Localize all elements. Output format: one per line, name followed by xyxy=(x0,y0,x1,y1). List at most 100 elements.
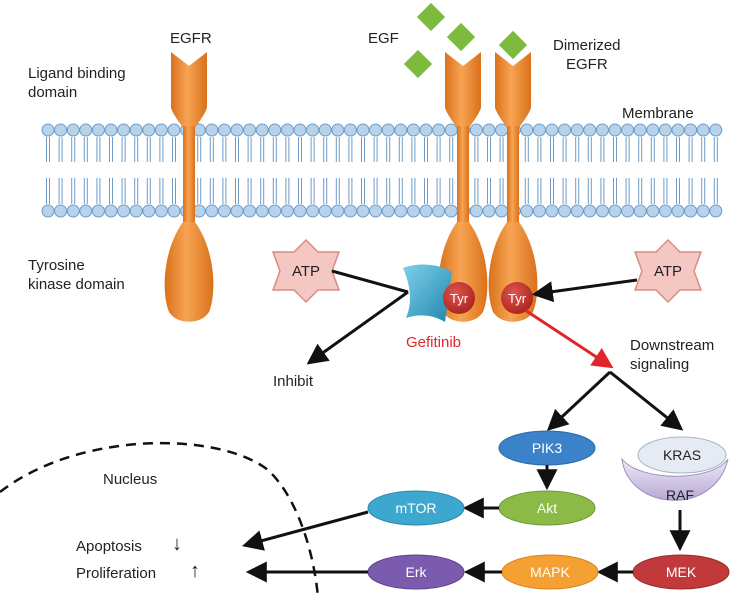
receptor-group xyxy=(164,52,538,322)
lipid-head xyxy=(595,123,609,137)
lipid-tail xyxy=(676,137,680,162)
lipid-tail xyxy=(146,137,151,162)
lipid-tail xyxy=(83,178,88,204)
lipid-head xyxy=(469,204,483,218)
lipid-head xyxy=(255,123,269,137)
mapk-node: MAPK xyxy=(501,554,599,590)
lipid-head xyxy=(608,123,622,137)
lipid-head xyxy=(406,123,420,137)
pik3-label: PIK3 xyxy=(532,440,563,456)
lipid-tail xyxy=(197,137,202,162)
lipid-tail xyxy=(411,137,416,162)
egf-ligand xyxy=(446,22,476,52)
lipid-head xyxy=(154,204,168,218)
lipid-tail xyxy=(562,178,567,204)
lipid-tail xyxy=(209,137,214,162)
tyr-right-label: Tyr xyxy=(508,291,527,306)
lipid-head xyxy=(91,123,105,137)
lipid-tail xyxy=(96,137,101,162)
lipid-tail xyxy=(524,178,529,204)
lipid-tail xyxy=(323,178,328,204)
lipid-tail xyxy=(361,178,365,204)
egfr-dimer-right xyxy=(488,52,538,322)
lipid-head xyxy=(154,123,168,137)
proliferation-label: Proliferation xyxy=(76,565,156,582)
tyrosine-kinase-label-line1: Tyrosine xyxy=(28,257,85,274)
lipid-tail xyxy=(676,178,680,204)
lipid-tail xyxy=(701,178,706,204)
lipid-tail xyxy=(587,178,592,204)
lipid-head xyxy=(419,123,433,137)
lipid-head xyxy=(520,123,534,137)
lipid-tail xyxy=(96,178,101,204)
lipid-tail xyxy=(247,178,252,204)
lipid-head xyxy=(129,204,143,218)
erk-label: Erk xyxy=(406,564,428,580)
lipid-tail xyxy=(613,178,617,204)
mapk-label: MAPK xyxy=(530,564,570,580)
tyr-circle xyxy=(443,282,475,314)
lipid-head xyxy=(104,123,118,137)
lipid-head xyxy=(217,123,231,137)
lipid-head xyxy=(117,204,131,218)
raf-cup-shape xyxy=(621,457,729,501)
lipid-head xyxy=(545,204,559,218)
lipid-tail xyxy=(650,178,655,204)
lipid-head xyxy=(243,123,257,137)
lipid-head xyxy=(293,204,307,218)
lipid-tail xyxy=(197,178,202,204)
lipid-head xyxy=(41,123,55,137)
lipid-tail xyxy=(222,178,227,204)
lipid-tail xyxy=(260,137,265,162)
lipid-head xyxy=(545,123,559,137)
membrane-label: Membrane xyxy=(622,105,694,122)
lipid-head xyxy=(268,123,282,137)
arrow-atp-to-gefitinib xyxy=(331,269,409,294)
lipid-tail xyxy=(398,178,403,204)
lipid-head xyxy=(54,204,68,218)
lipid-head xyxy=(280,204,294,218)
lipid-tail xyxy=(172,137,176,162)
lipid-head xyxy=(419,204,433,218)
lipid-tail xyxy=(134,137,139,162)
lipid-tail xyxy=(713,137,718,162)
lipid-tail xyxy=(449,178,454,204)
lipid-head xyxy=(696,204,710,218)
lipid-head xyxy=(482,123,496,137)
lipid-head xyxy=(495,204,509,218)
lipid-head xyxy=(696,123,710,137)
lipid-head xyxy=(142,204,156,218)
lipid-head xyxy=(343,204,357,218)
lipid-tail xyxy=(247,137,252,162)
lipid-head xyxy=(129,123,143,137)
lipid-head xyxy=(318,204,332,218)
lipid-head xyxy=(595,204,609,218)
lipid-tail xyxy=(335,137,340,162)
lipid-tail xyxy=(310,178,315,204)
ligand-binding-domain xyxy=(171,52,207,128)
lipid-tail xyxy=(272,137,277,162)
kinase-domain xyxy=(164,222,214,322)
lipid-head xyxy=(41,204,55,218)
lipid-tail xyxy=(285,178,290,204)
lipid-head xyxy=(646,204,660,218)
lipid-tail xyxy=(562,137,567,162)
lipid-head xyxy=(394,123,408,137)
lipid-tail xyxy=(625,137,630,162)
lipid-head xyxy=(356,204,370,218)
lipid-tail xyxy=(424,178,428,204)
lipid-tail xyxy=(260,178,265,204)
lipid-tail xyxy=(272,178,277,204)
transmembrane-domain xyxy=(457,126,469,226)
mtor-node: mTOR xyxy=(367,490,465,526)
lipid-head xyxy=(268,204,282,218)
arrow-downstream-signaling xyxy=(524,308,614,369)
downstream-label-line1: Downstream xyxy=(630,337,714,354)
atp-left: ATP xyxy=(271,238,341,304)
lipid-head xyxy=(356,123,370,137)
lipid-tail xyxy=(386,178,391,204)
apoptosis-label: Apoptosis xyxy=(76,538,142,555)
raf-label: RAF xyxy=(666,487,694,503)
akt-node: Akt xyxy=(498,490,596,526)
